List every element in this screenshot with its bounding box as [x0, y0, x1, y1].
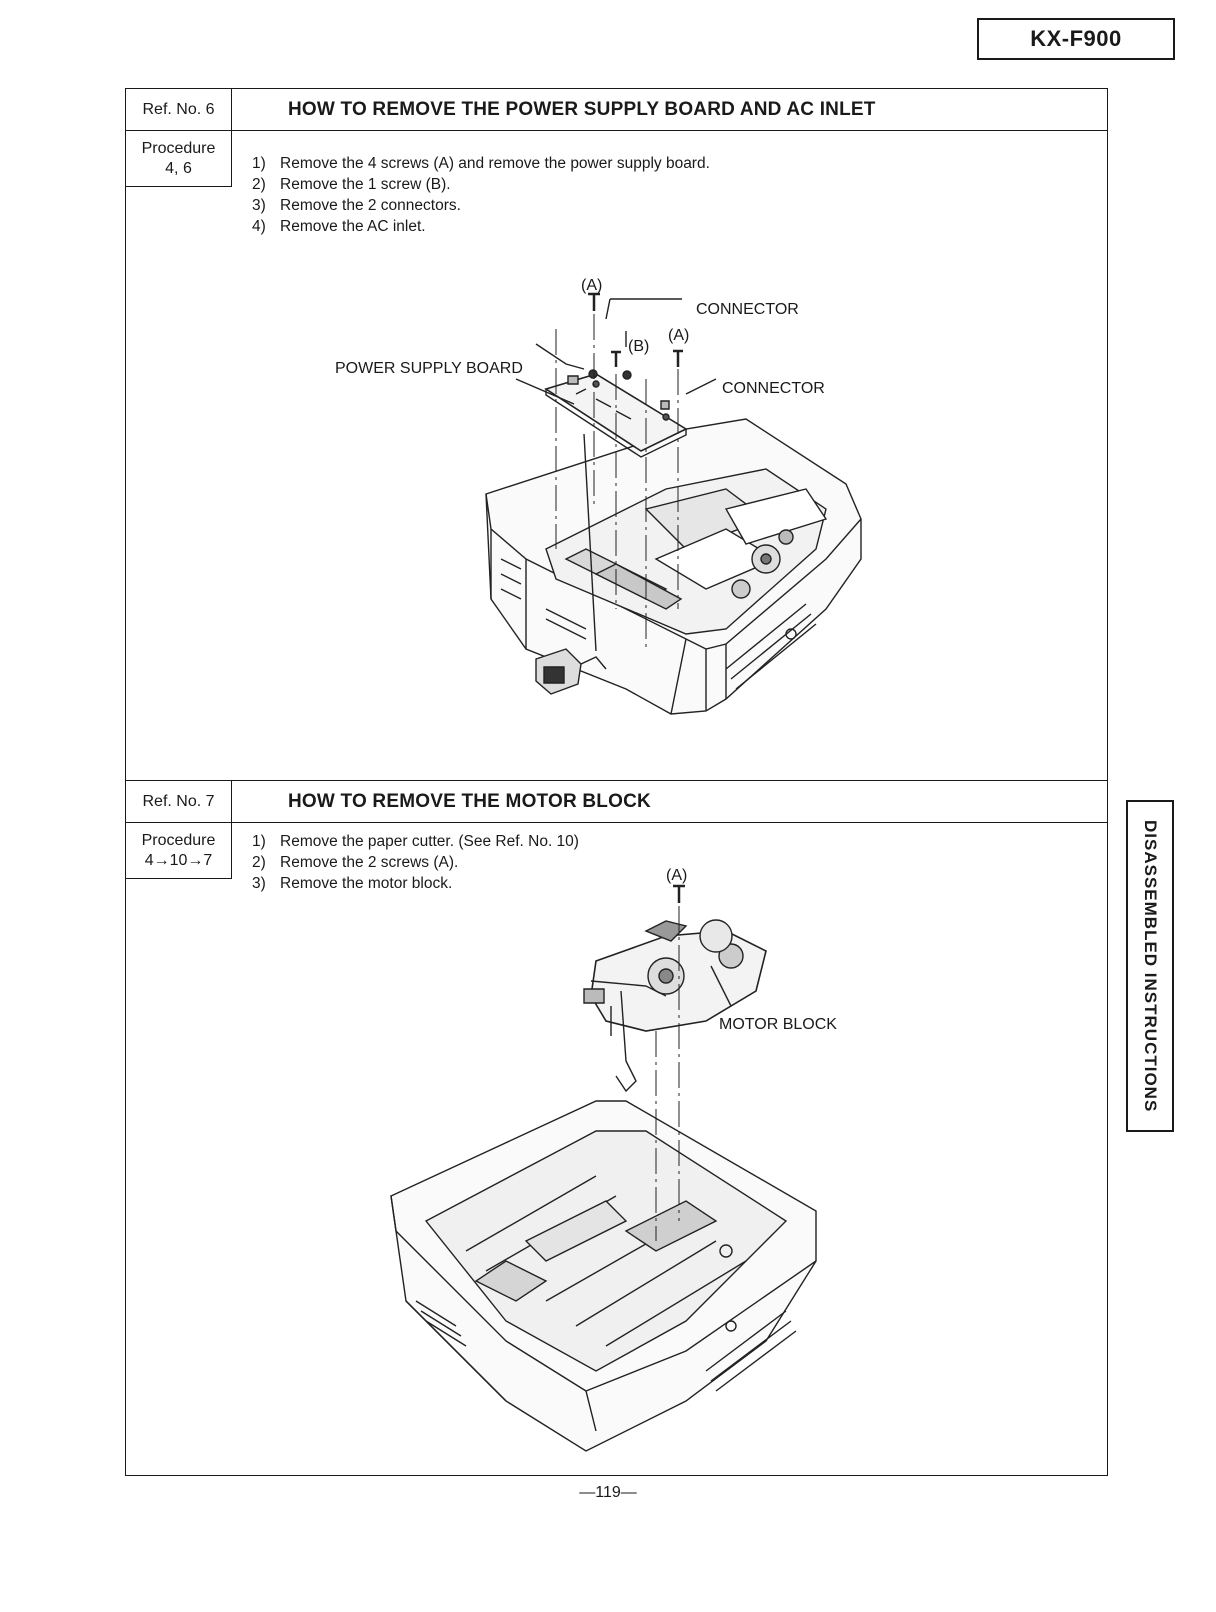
- procedure-cell: Procedure 4→10→7: [126, 823, 232, 879]
- ref-number: Ref. No. 7: [126, 781, 232, 823]
- procedure-label: Procedure: [141, 831, 216, 849]
- step-number: 2): [252, 854, 266, 871]
- power-supply-illustration: [126, 89, 1109, 782]
- step-item: 4) Remove the AC inlet.: [252, 216, 710, 237]
- ref-number: Ref. No. 6: [126, 89, 232, 131]
- step-text: Remove the 1 screw (B).: [280, 176, 451, 193]
- side-tab-label: DISASSEMBLED INSTRUCTIONS: [1141, 819, 1160, 1113]
- page-number: —119—: [579, 1484, 637, 1501]
- step-item: 1) Remove the 4 screws (A) and remove the…: [252, 153, 710, 174]
- step-number: 3): [252, 875, 266, 892]
- side-tab: DISASSEMBLED INSTRUCTIONS: [1126, 800, 1174, 1132]
- label-screw-a-right: (A): [668, 327, 690, 344]
- step-text: Remove the 2 screws (A).: [280, 854, 459, 871]
- step-number: 1): [252, 833, 266, 850]
- step-list: 1) Remove the paper cutter. (See Ref. No.…: [252, 831, 579, 894]
- label-connector-1: CONNECTOR: [696, 301, 799, 318]
- step-item: 2) Remove the 1 screw (B).: [252, 174, 710, 195]
- step-text: Remove the paper cutter. (See Ref. No. 1…: [280, 833, 579, 850]
- step-number: 1): [252, 155, 266, 172]
- section-ref-6: Ref. No. 6 HOW TO REMOVE THE POWER SUPPL…: [125, 88, 1108, 781]
- step-item: 2) Remove the 2 screws (A).: [252, 852, 579, 873]
- label-screw-a-top: (A): [581, 277, 603, 294]
- motor-block-illustration: [126, 781, 1109, 1476]
- step-number: 3): [252, 197, 266, 214]
- section-title: HOW TO REMOVE THE POWER SUPPLY BOARD AND…: [232, 89, 1107, 131]
- procedure-label: Procedure: [141, 139, 216, 157]
- step-item: 3) Remove the motor block.: [252, 873, 579, 894]
- procedure-cell: Procedure 4, 6: [126, 131, 232, 187]
- step-text: Remove the AC inlet.: [280, 218, 426, 235]
- procedure-value: 4, 6: [165, 159, 192, 177]
- section-title: HOW TO REMOVE THE MOTOR BLOCK: [232, 781, 1107, 823]
- step-list: 1) Remove the 4 screws (A) and remove the…: [252, 153, 710, 237]
- section-ref-7: Ref. No. 7 HOW TO REMOVE THE MOTOR BLOCK…: [125, 781, 1108, 1476]
- step-number: 4): [252, 218, 266, 235]
- step-number: 2): [252, 176, 266, 193]
- step-text: Remove the 2 connectors.: [280, 197, 461, 214]
- label-power-supply-board: POWER SUPPLY BOARD: [335, 360, 523, 377]
- step-item: 3) Remove the 2 connectors.: [252, 195, 710, 216]
- label-screw-a: (A): [666, 867, 688, 884]
- label-connector-2: CONNECTOR: [722, 380, 825, 397]
- procedure-value: 4→10→7: [144, 851, 213, 869]
- label-motor-block: MOTOR BLOCK: [719, 1016, 837, 1033]
- step-text: Remove the 4 screws (A) and remove the p…: [280, 155, 710, 172]
- label-screw-b: (B): [628, 338, 650, 355]
- step-item: 1) Remove the paper cutter. (See Ref. No.…: [252, 831, 579, 852]
- model-number: KX-F900: [977, 18, 1175, 60]
- step-text: Remove the motor block.: [280, 875, 453, 892]
